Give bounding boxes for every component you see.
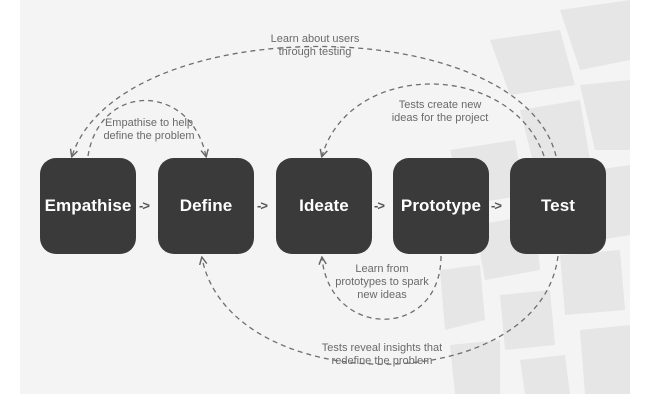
caption-learn-users: Learn about users through testing	[270, 33, 360, 58]
stage-test: Test	[510, 158, 606, 254]
stage-ideate: Ideate	[276, 158, 372, 254]
arrow-right-icon: ->	[374, 198, 385, 213]
stage-define: Define	[158, 158, 254, 254]
arrow-test-to-empathise	[72, 46, 557, 157]
caption-tests-insights: Tests reveal insights that redefine the …	[321, 342, 443, 367]
arrow-test-to-ideate	[322, 83, 545, 156]
arrow-prototype-to-ideate	[322, 256, 442, 320]
caption-empathise-define: Empathise to help define the problem	[103, 117, 195, 142]
arrow-test-to-define	[202, 256, 559, 365]
stage-label: Define	[179, 196, 233, 215]
stage-label: Prototype	[400, 196, 482, 215]
stage-label: Test	[540, 196, 576, 215]
caption-tests-ideas: Tests create new ideas for the project	[391, 99, 489, 124]
stage-label: Empathise	[44, 196, 132, 215]
stage-prototype: Prototype	[393, 158, 489, 254]
arrow-right-icon: ->	[257, 198, 268, 213]
arrow-right-icon: ->	[139, 198, 150, 213]
arrow-right-icon: ->	[491, 198, 502, 213]
stage-empathise: Empathise	[40, 158, 136, 254]
stage-label: Ideate	[299, 196, 349, 215]
caption-prototype-ideas: Learn from prototypes to spark new ideas	[335, 263, 429, 301]
